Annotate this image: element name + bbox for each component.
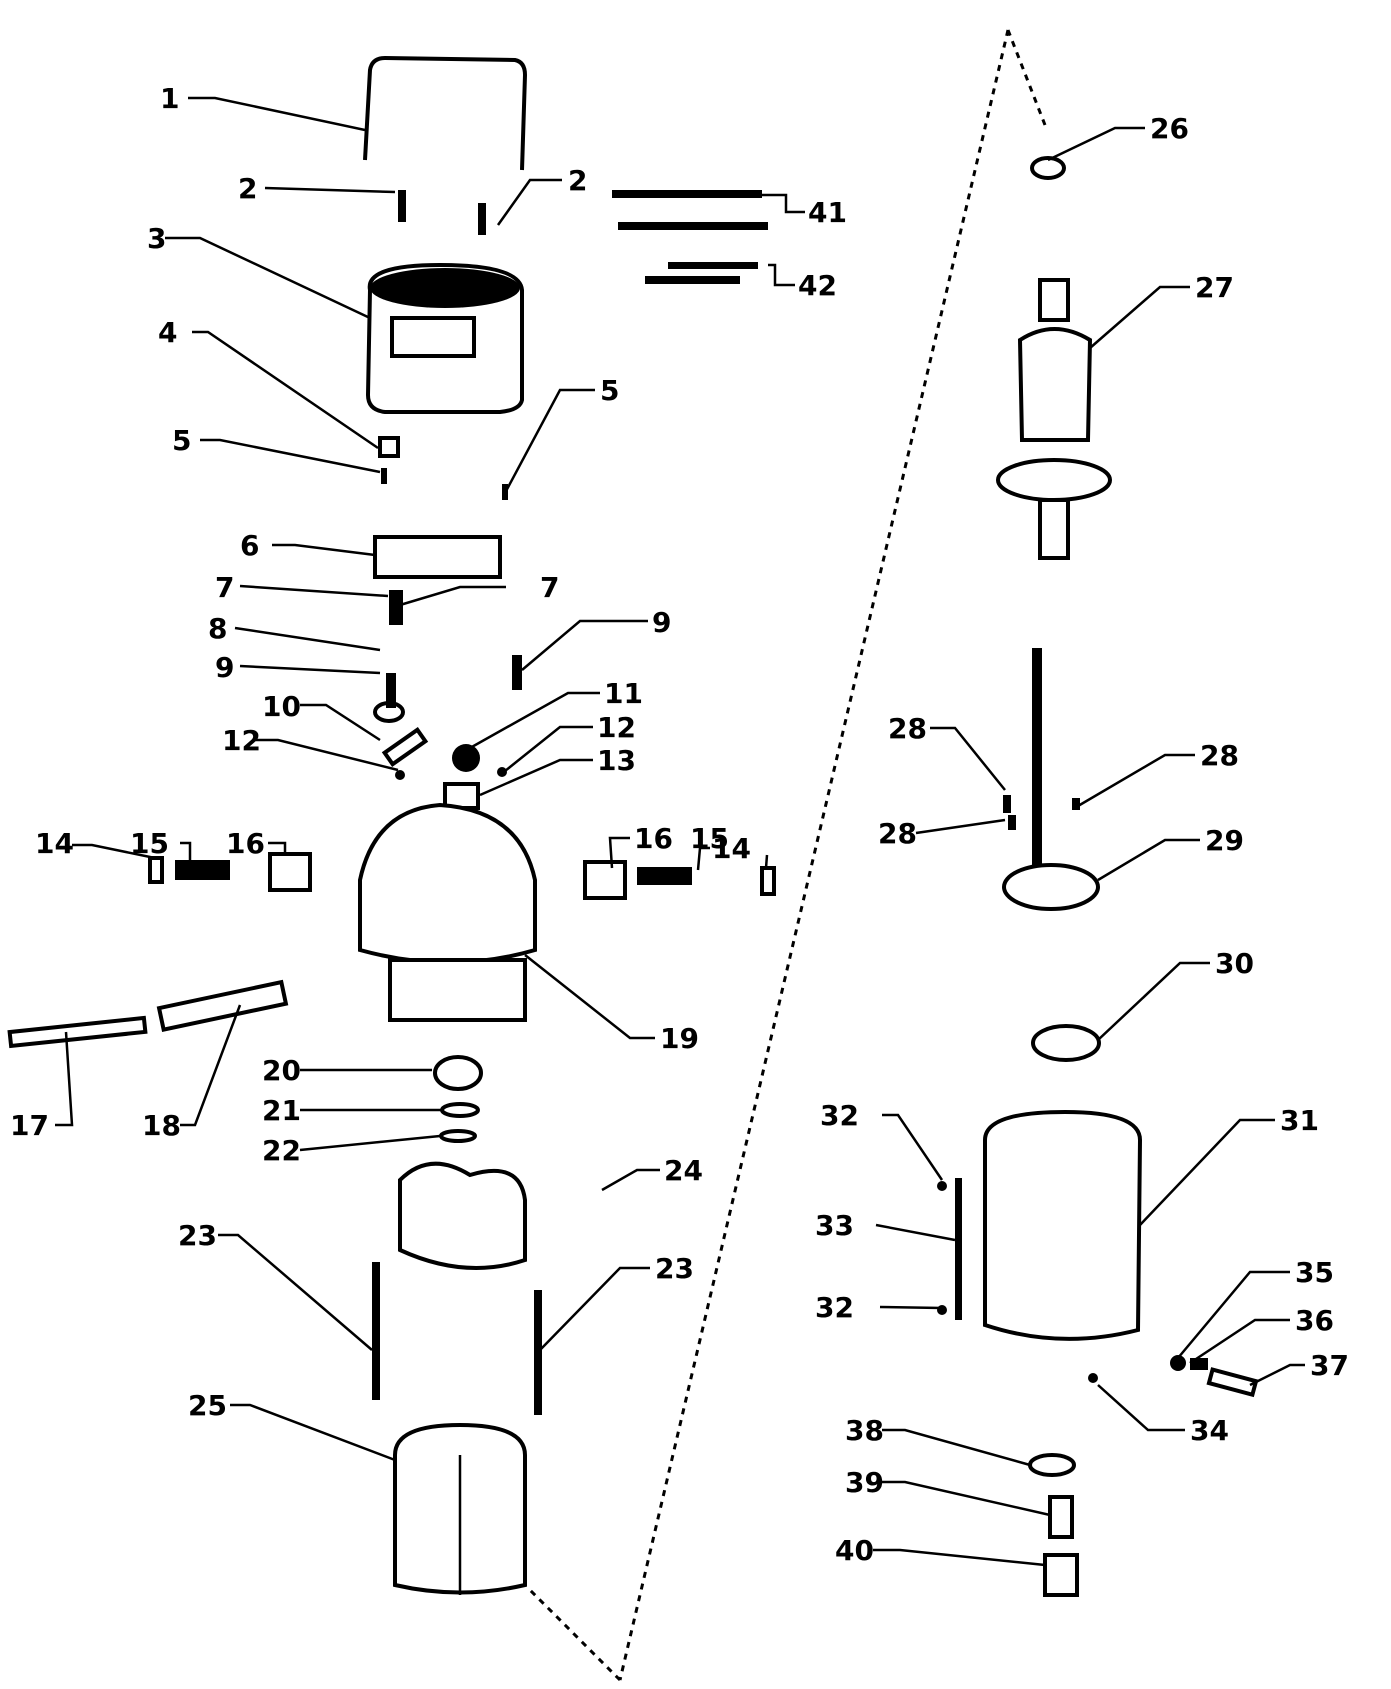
callout-39: 39 xyxy=(845,1466,884,1499)
callout-12: 12 xyxy=(222,724,261,757)
callout-17: 17 xyxy=(10,1109,49,1142)
callout-42: 42 xyxy=(798,269,837,302)
part-housing-cylinder xyxy=(393,1422,527,1595)
callout-10: 10 xyxy=(262,690,301,723)
part-bearing-small xyxy=(1030,156,1066,180)
callout-5: 5 xyxy=(172,424,191,457)
part-screw xyxy=(398,190,486,235)
callout-28: 28 xyxy=(878,817,917,850)
callout-16: 16 xyxy=(634,822,673,855)
part-handle xyxy=(363,55,528,171)
part-long-screws xyxy=(372,1262,542,1415)
part-pin xyxy=(381,727,507,780)
callout-8: 8 xyxy=(208,612,227,645)
callout-14: 14 xyxy=(35,827,74,860)
part-stator xyxy=(398,1161,527,1270)
callout-29: 29 xyxy=(1205,824,1244,857)
part-armature xyxy=(996,278,1112,560)
callout-33: 33 xyxy=(815,1209,854,1242)
callout-1: 1 xyxy=(160,82,179,115)
callout-12: 12 xyxy=(597,711,636,744)
part-gear-housing xyxy=(937,1109,1143,1383)
callout-16: 16 xyxy=(226,827,265,860)
part-shaft-gear xyxy=(1002,648,1100,911)
callout-30: 30 xyxy=(1215,947,1254,980)
callout-15: 15 xyxy=(130,827,169,860)
callout-4: 4 xyxy=(158,316,177,349)
callout-26: 26 xyxy=(1150,112,1189,145)
divider-dashed-line xyxy=(528,29,1047,1682)
callout-23: 23 xyxy=(655,1252,694,1285)
callout-5: 5 xyxy=(600,374,619,407)
callout-2: 2 xyxy=(238,172,257,205)
part-springs xyxy=(373,590,522,723)
part-bearing-washers xyxy=(433,1055,483,1143)
callout-15: 15 xyxy=(690,822,729,855)
part-bearing-large xyxy=(1031,1024,1101,1062)
callout-22: 22 xyxy=(262,1134,301,1167)
callout-34: 34 xyxy=(1190,1414,1229,1447)
callout-41: 41 xyxy=(808,196,847,229)
callout-14: 14 xyxy=(712,832,751,865)
callout-7: 7 xyxy=(540,571,559,604)
callout-3: 3 xyxy=(147,222,166,255)
part-rods xyxy=(612,190,768,284)
callout-28: 28 xyxy=(1200,739,1239,772)
callout-21: 21 xyxy=(262,1094,301,1127)
callout-32: 32 xyxy=(815,1291,854,1324)
part-brush-assembly xyxy=(148,852,776,900)
callout-24: 24 xyxy=(664,1154,703,1187)
callout-7: 7 xyxy=(215,571,234,604)
leader-lines xyxy=(55,96,1305,1567)
callout-28: 28 xyxy=(888,712,927,745)
callout-37: 37 xyxy=(1310,1349,1349,1382)
callout-11: 11 xyxy=(604,677,643,710)
callout-35: 35 xyxy=(1295,1256,1334,1289)
part-brush-housing xyxy=(358,802,537,1022)
callout-9: 9 xyxy=(652,606,671,639)
callout-40: 40 xyxy=(835,1534,874,1567)
callout-6: 6 xyxy=(240,529,259,562)
callout-19: 19 xyxy=(660,1022,699,1055)
callout-36: 36 xyxy=(1295,1304,1334,1337)
callout-23: 23 xyxy=(178,1219,217,1252)
callout-25: 25 xyxy=(188,1389,227,1422)
part-switch-plate xyxy=(373,535,502,579)
callout-13: 13 xyxy=(597,744,636,777)
callout-38: 38 xyxy=(845,1414,884,1447)
callout-27: 27 xyxy=(1195,271,1234,304)
part-collet xyxy=(1028,1453,1079,1597)
part-handle-bar xyxy=(7,979,289,1049)
part-motor-cap xyxy=(365,262,524,414)
callout-31: 31 xyxy=(1280,1104,1319,1137)
part-lock-assembly xyxy=(1170,1355,1259,1398)
callout-2: 2 xyxy=(568,164,587,197)
callout-32: 32 xyxy=(820,1099,859,1132)
part-small-block xyxy=(378,436,508,500)
callout-18: 18 xyxy=(142,1109,181,1142)
callout-20: 20 xyxy=(262,1054,301,1087)
callout-9: 9 xyxy=(215,651,234,684)
